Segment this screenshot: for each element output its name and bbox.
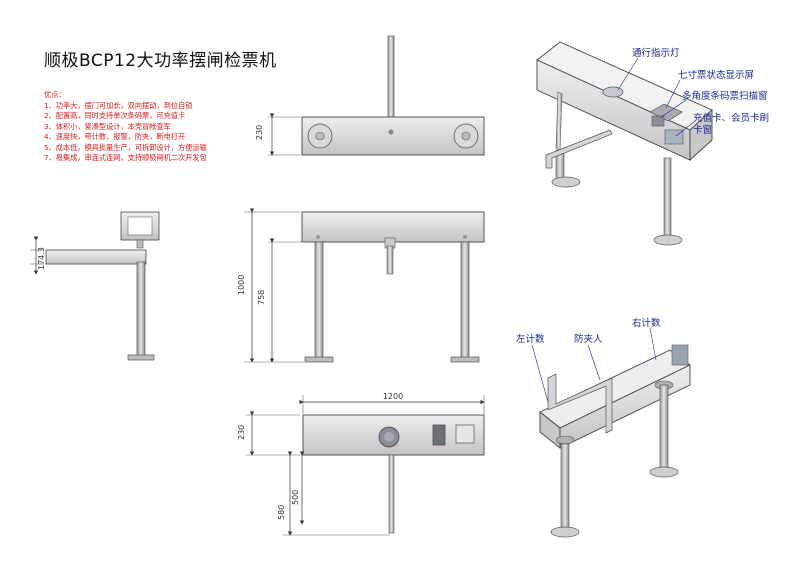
- callout-right-counter: 右计数: [632, 317, 661, 329]
- side-view: 174.3: [30, 211, 160, 361]
- front-right-post: [460, 241, 470, 359]
- callout-card-1: 充值卡、会员卡刷: [693, 112, 769, 124]
- callout-pass-light: 通行指示灯: [632, 47, 680, 59]
- dim-bottom-width: 1200: [383, 392, 403, 401]
- dim-front-total: 1000: [237, 275, 246, 295]
- dim-bottom-depth: 230: [237, 425, 246, 440]
- iso-view-bottom: 左计数 防夹人 右计数: [516, 317, 691, 538]
- iso-pass-light: [602, 86, 624, 98]
- plan-view: 1200 230 580 500: [237, 392, 485, 536]
- side-arm: [45, 249, 147, 265]
- feature-item: 7、易集成，串连式连网，支持顺极闸机二次开发包: [44, 153, 207, 162]
- plan-card-window: [455, 424, 475, 444]
- dim-side-arm: 174.3: [37, 247, 46, 270]
- iso-swing-arm: [545, 129, 613, 169]
- feature-item: 3、体积小，紧凑型设计，本壳冒帐查军: [44, 121, 171, 131]
- feature-item: 4、速度快，带计数，报警，防夹，断电打开: [44, 132, 186, 141]
- callout-screen: 七寸票状态显示屏: [678, 69, 754, 81]
- drawing-title: 顺极BCP12大功率摆闸检票机: [44, 51, 277, 71]
- feature-item: 5、成本低，模具批量生产，可拆卸设计，方便运输: [44, 142, 207, 152]
- front-housing: [301, 211, 485, 243]
- feature-list: 优点： 1、功率大，摆门可加长，双向摆动，到位自锁 2、配置高，同时支持单次条码…: [44, 90, 207, 164]
- iso-bottom-arm: [547, 373, 613, 434]
- side-post: [136, 261, 146, 357]
- callout-card-2: 卡窗: [693, 124, 712, 136]
- plan-arm: [388, 454, 395, 534]
- plan-scanner: [432, 424, 446, 446]
- dim-front-post: 758: [257, 290, 266, 305]
- feature-item: 1、功率大，摆门可加长，双向摆动，到位自锁: [44, 100, 193, 110]
- iso-view-top: 通行指示灯 七寸票状态显示屏 多角度条码票扫描窗 充值卡、会员卡刷 卡窗: [536, 41, 769, 246]
- callout-anti-pinch: 防夹人: [574, 333, 603, 345]
- feature-heading: 优点：: [44, 90, 66, 99]
- callout-left-counter: 左计数: [516, 333, 545, 345]
- dim-bottom-arm2: 500: [291, 490, 300, 505]
- top-view: 230: [255, 35, 485, 156]
- swing-arm-top: [387, 35, 395, 129]
- iso-card-window: [664, 129, 684, 145]
- dim-bottom-arm: 580: [277, 505, 286, 520]
- feature-item: 2、配置高，同时支持单次条码票，可充值卡: [44, 111, 186, 120]
- dim-top-height: 230: [255, 125, 264, 140]
- front-view: 1000 758: [237, 208, 485, 363]
- callout-scanner: 多角度条码票扫描窗: [682, 90, 768, 102]
- front-arm-stub: [386, 245, 394, 275]
- front-left-post: [314, 241, 324, 359]
